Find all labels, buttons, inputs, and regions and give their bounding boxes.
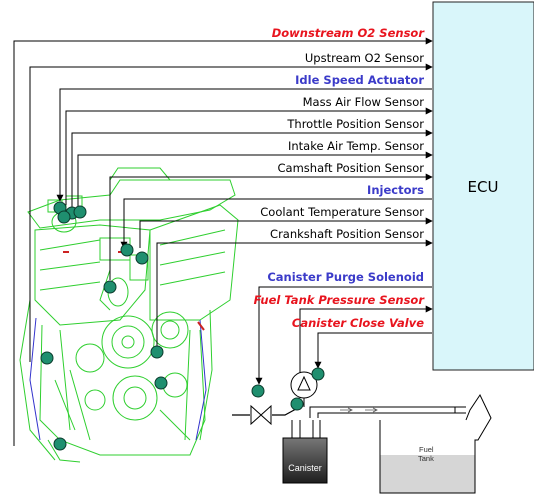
ecu-label: ECU [468,178,499,196]
purge-pipe [232,408,297,416]
line-downstream-o2 [13,37,433,446]
canister-label: Canister [288,463,322,473]
label-injectors: Injectors [367,183,424,197]
label-idle-speed: Idle Speed Actuator [295,73,424,87]
evap-system: Canister Fuel Tank [232,371,492,494]
line-ccv [314,332,432,369]
sensor-dot-ccv [311,367,325,381]
sensor-dot-knock [154,376,168,390]
sensor-dot-tps [73,205,87,219]
purge-solenoid-valve [250,404,272,426]
line-tps [71,129,433,209]
signal-labels: Downstream O2 Sensor Upstream O2 Sensor … [254,26,426,330]
label-ckp: Crankshaft Position Sensor [270,227,424,241]
line-ect [139,217,433,248]
sensor-dot-purge [251,384,265,398]
label-iat: Intake Air Temp. Sensor [288,139,424,153]
fuel-level [380,455,475,493]
line-purge [255,286,432,385]
ecu-box: ECU [432,1,534,371]
label-maf: Mass Air Flow Sensor [303,95,425,109]
signal-lines [13,37,433,446]
line-iat [77,151,433,212]
label-ccv: Canister Close Valve [292,316,424,330]
canister [282,437,328,484]
line-ckp [156,239,433,348]
sensor-dot-injectors [120,243,134,257]
label-downstream-o2: Downstream O2 Sensor [272,26,426,40]
tank-label-1: Fuel [419,445,434,454]
sensor-dot-downstream-o2 [53,437,67,451]
sensor-dot-iat [57,210,71,224]
filler-neck [465,393,492,441]
label-ftp: Fuel Tank Pressure Sensor [254,293,426,307]
vapor-line [309,406,456,418]
tank-label-2: Tank [418,454,434,463]
fuel-tank [379,420,476,494]
line-idle-speed [56,88,432,202]
sensor-dot-ftp [290,397,304,411]
sensor-markers [40,201,325,451]
line-injectors [120,198,432,249]
line-ftp [299,305,433,398]
label-upstream-o2: Upstream O2 Sensor [305,51,424,65]
label-cmp: Camshaft Position Sensor [278,161,425,175]
line-cmp [109,173,433,280]
line-upstream-o2 [29,63,433,362]
engine-illustration [19,167,239,463]
sensor-dot-ckp [150,345,164,359]
label-purge: Canister Purge Solenoid [267,270,424,284]
label-tps: Throttle Position Sensor [286,117,424,131]
label-ect: Coolant Temperature Sensor [260,205,424,219]
line-maf [65,107,433,205]
sensor-dot-cmp [103,280,117,294]
sensor-dot-upstream-o2 [40,351,54,365]
sensor-dot-ect [135,251,149,265]
